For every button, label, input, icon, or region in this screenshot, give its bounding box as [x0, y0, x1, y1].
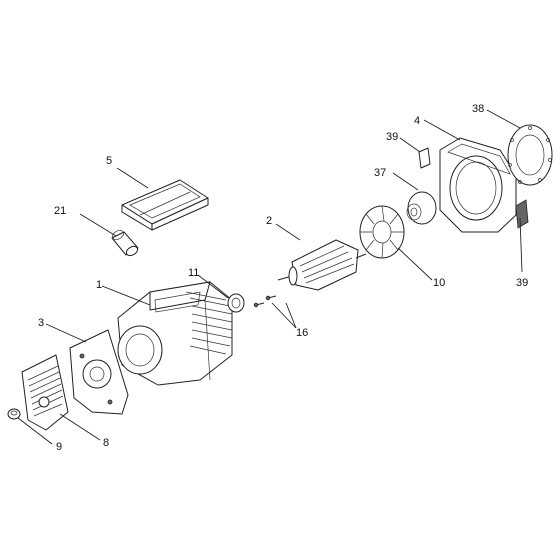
callout-3: 3	[38, 317, 44, 329]
part-capacitor	[111, 230, 139, 257]
part-grille	[21, 354, 69, 431]
callout-39-bottom: 39	[516, 277, 528, 289]
part-fan	[359, 205, 405, 259]
callout-1: 1	[96, 279, 102, 291]
callout-38: 38	[472, 103, 484, 115]
part-bearing	[227, 293, 245, 313]
callout-39-top: 39	[386, 131, 398, 143]
housing-cooling-fins	[185, 291, 233, 355]
callout-16: 16	[296, 327, 308, 339]
leader-lines	[17, 109, 523, 445]
part-rubber-foot	[7, 408, 21, 420]
callout-9: 9	[56, 441, 62, 453]
callout-37: 37	[374, 167, 386, 179]
part-shim-top	[418, 147, 431, 169]
callout-21: 21	[54, 205, 66, 217]
grille-slots	[27, 365, 64, 417]
part-shim-bottom	[515, 199, 529, 229]
part-bearing-hub	[406, 191, 437, 225]
part-front-plate	[69, 329, 129, 415]
callout-10: 10	[433, 277, 445, 289]
part-rear-shield	[439, 137, 517, 233]
part-stator-housing	[117, 281, 233, 386]
part-rotor	[277, 239, 367, 291]
callout-11: 11	[188, 267, 199, 279]
callout-5: 5	[106, 155, 112, 167]
callout-labels: 1 2 3 4 5 8 9 10 11 16 21 37 38 39 39	[38, 103, 528, 453]
callout-4: 4	[414, 115, 420, 127]
callout-8: 8	[103, 437, 109, 449]
part-gasket	[507, 124, 553, 186]
part-screws	[253, 295, 277, 308]
callout-2: 2	[266, 215, 272, 227]
part-terminal-cover	[121, 179, 209, 231]
